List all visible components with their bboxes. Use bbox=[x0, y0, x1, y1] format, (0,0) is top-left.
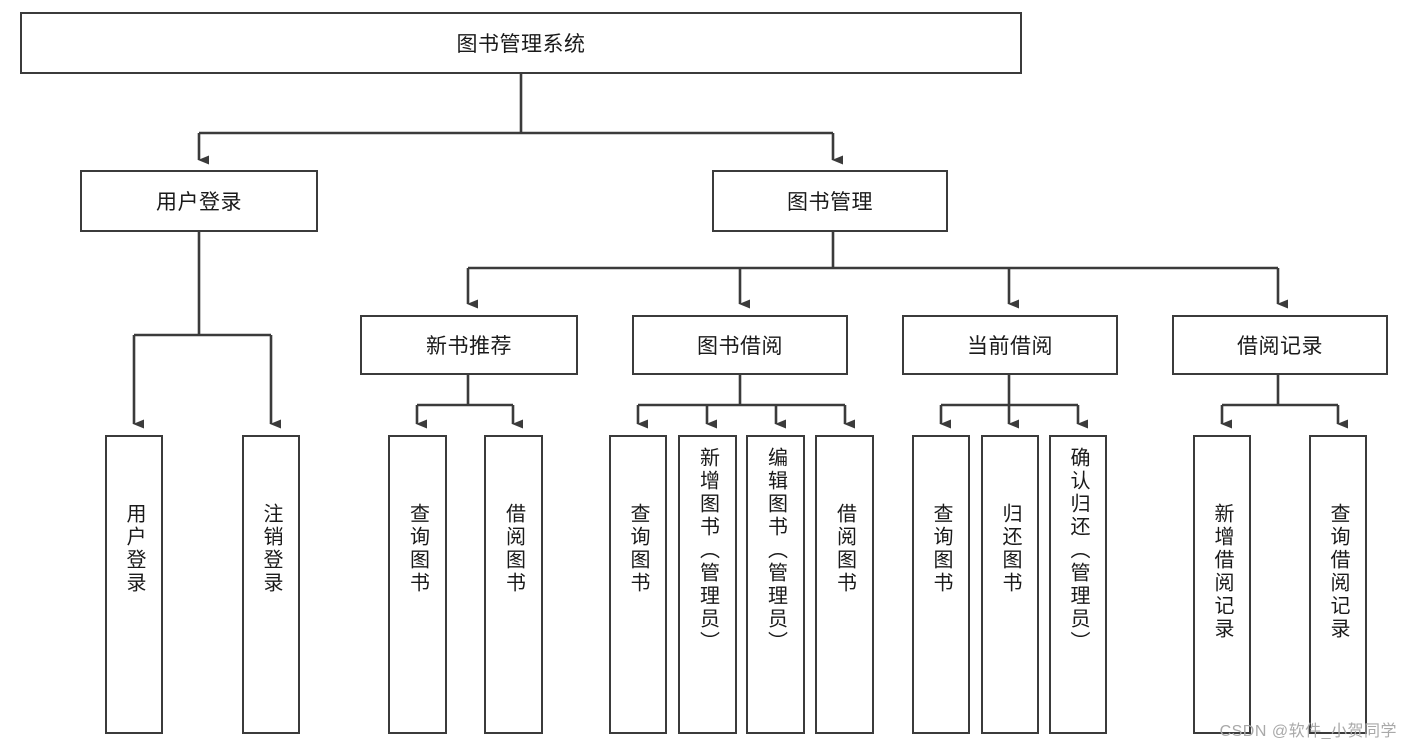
node-label: 归还图书 bbox=[999, 503, 1021, 595]
node-book-management[interactable]: 图书管理 bbox=[712, 170, 948, 232]
leaf-return-book[interactable]: 归还图书 bbox=[981, 435, 1039, 734]
node-label: 查询图书 bbox=[627, 503, 649, 595]
node-label: 图书管理 bbox=[787, 191, 873, 214]
leaf-logout[interactable]: 注销登录 bbox=[242, 435, 300, 734]
node-label: 当前借阅 bbox=[967, 335, 1053, 358]
node-label: 借阅图书 bbox=[833, 503, 856, 595]
node-label: 查询借阅记录 bbox=[1327, 503, 1349, 641]
leaf-edit-book-admin[interactable]: 编辑图书（管理员） bbox=[746, 435, 805, 734]
node-label: 查询图书 bbox=[930, 503, 952, 595]
node-label: 编辑图书（管理员） bbox=[764, 447, 787, 654]
leaf-query-book-borrow[interactable]: 查询图书 bbox=[609, 435, 667, 734]
leaf-add-book-admin[interactable]: 新增图书（管理员） bbox=[678, 435, 737, 734]
node-label: 新增图书（管理员） bbox=[696, 447, 719, 654]
leaf-add-borrow-record[interactable]: 新增借阅记录 bbox=[1193, 435, 1251, 734]
leaf-query-borrow-record[interactable]: 查询借阅记录 bbox=[1309, 435, 1367, 734]
leaf-query-book-current[interactable]: 查询图书 bbox=[912, 435, 970, 734]
node-label: 借阅图书 bbox=[502, 503, 525, 595]
leaf-user-login[interactable]: 用户登录 bbox=[105, 435, 163, 734]
node-label: 确认归还（管理员） bbox=[1067, 447, 1089, 654]
node-root-book-management-system[interactable]: 图书管理系统 bbox=[20, 12, 1022, 74]
node-label: 新书推荐 bbox=[426, 335, 512, 358]
node-label: 注销登录 bbox=[260, 503, 282, 595]
node-label: 图书管理系统 bbox=[456, 33, 586, 56]
node-borrow-record[interactable]: 借阅记录 bbox=[1172, 315, 1388, 375]
node-new-book-recommend[interactable]: 新书推荐 bbox=[360, 315, 578, 375]
node-label: 查询图书 bbox=[406, 503, 429, 595]
node-label: 用户登录 bbox=[156, 191, 242, 214]
node-current-borrow[interactable]: 当前借阅 bbox=[902, 315, 1118, 375]
leaf-query-book-recommend[interactable]: 查询图书 bbox=[388, 435, 447, 734]
watermark: CSDN @软件_小贺同学 bbox=[1219, 723, 1397, 740]
leaf-borrow-book-recommend[interactable]: 借阅图书 bbox=[484, 435, 543, 734]
leaf-confirm-return-admin[interactable]: 确认归还（管理员） bbox=[1049, 435, 1107, 734]
node-label: 图书借阅 bbox=[697, 335, 783, 358]
node-label: 借阅记录 bbox=[1237, 335, 1323, 358]
node-book-borrow[interactable]: 图书借阅 bbox=[632, 315, 848, 375]
node-user-login[interactable]: 用户登录 bbox=[80, 170, 318, 232]
node-label: 用户登录 bbox=[123, 503, 145, 595]
leaf-borrow-book[interactable]: 借阅图书 bbox=[815, 435, 874, 734]
node-label: 新增借阅记录 bbox=[1211, 503, 1233, 641]
